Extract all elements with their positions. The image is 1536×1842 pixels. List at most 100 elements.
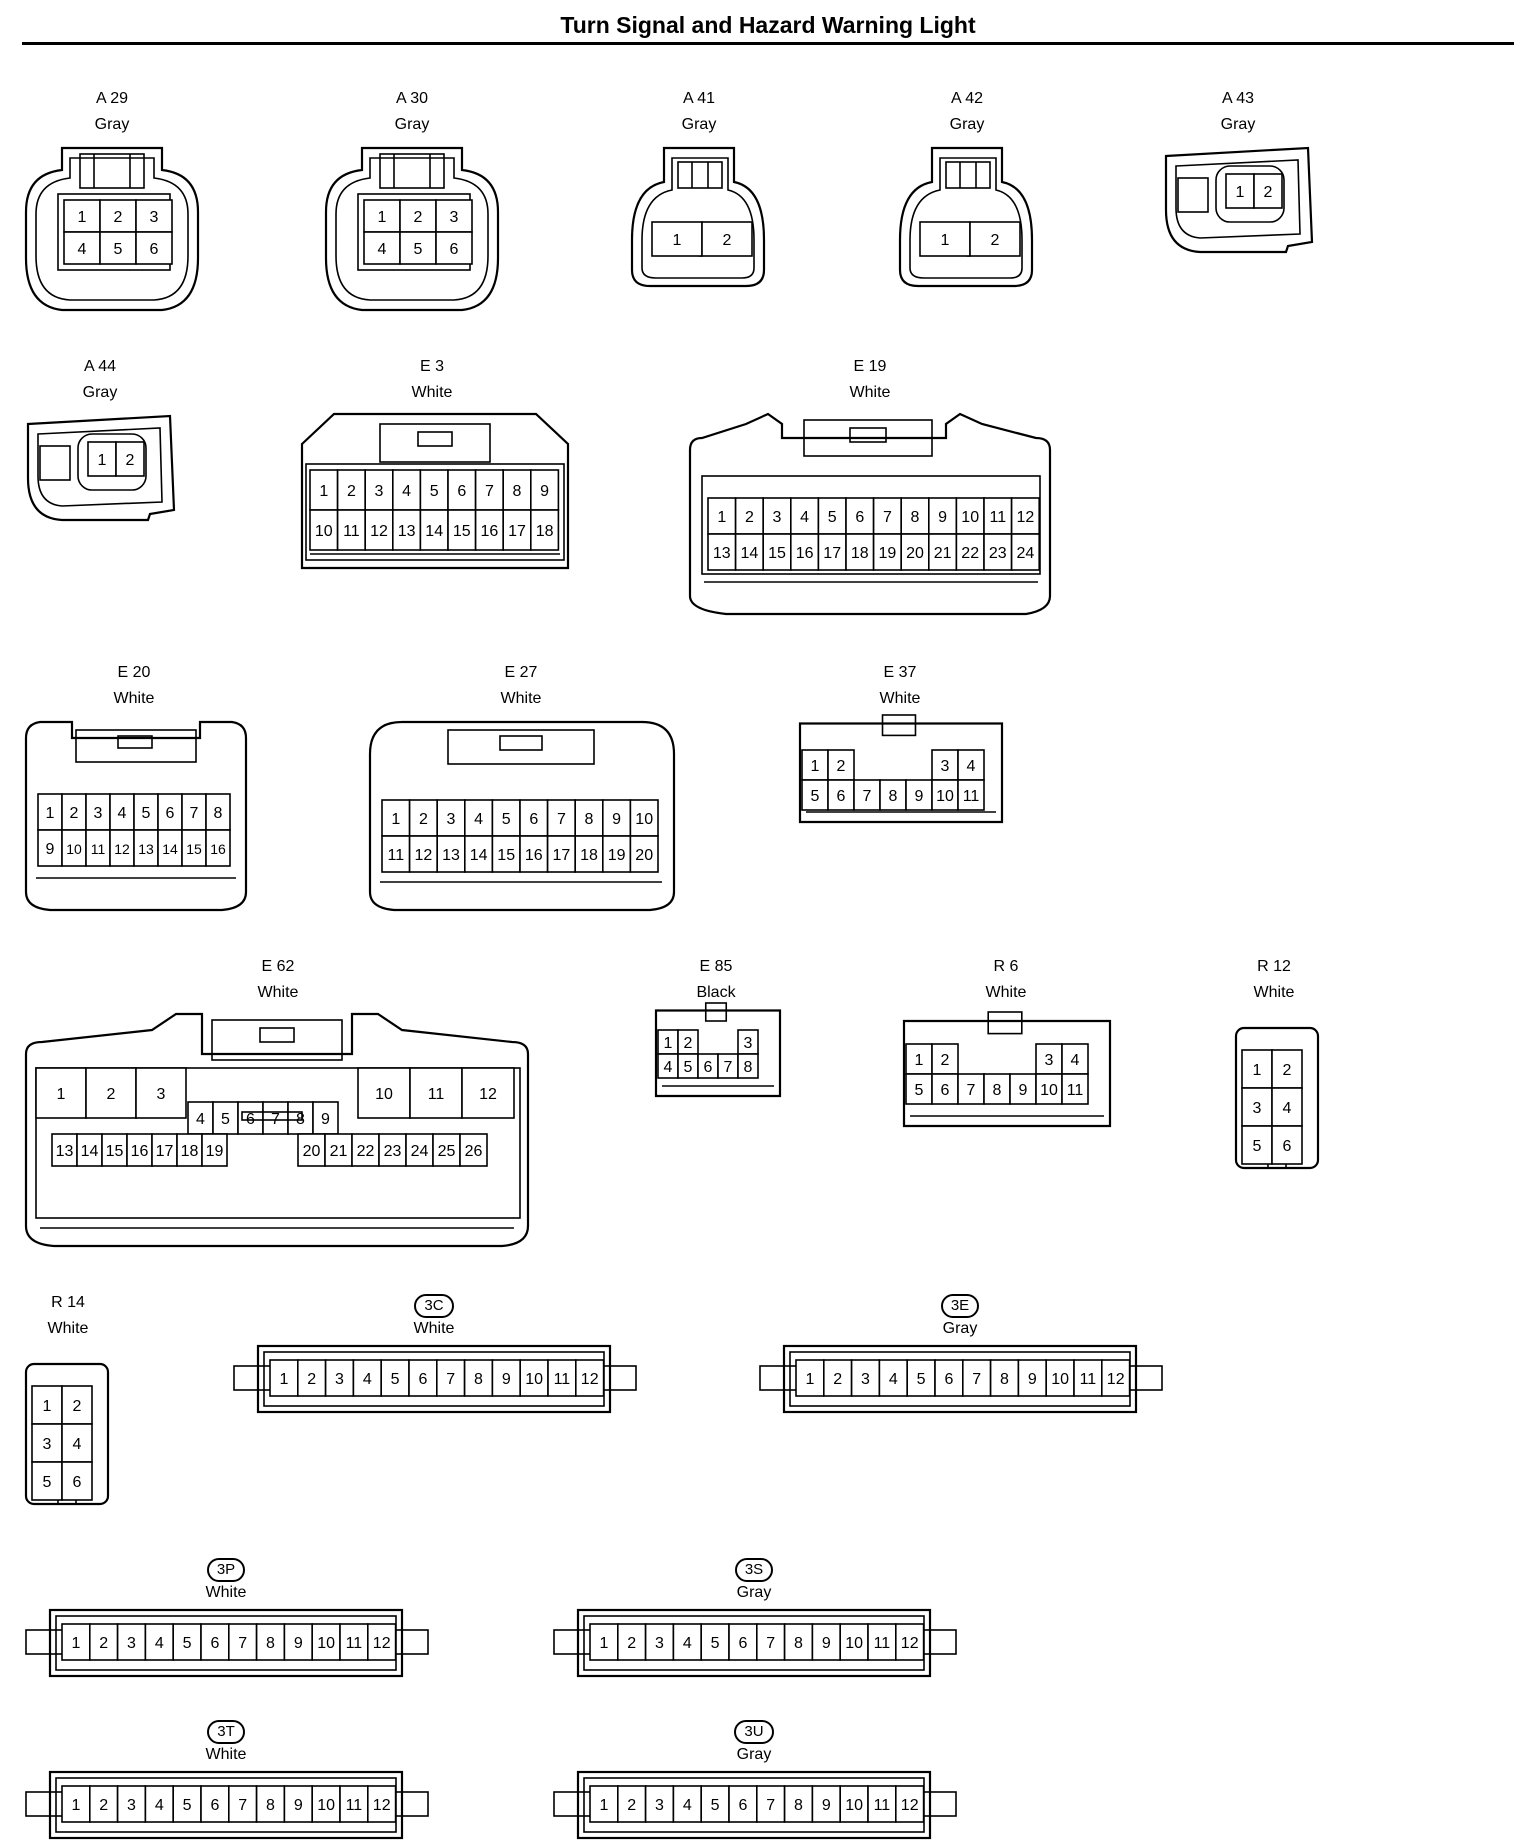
pin-cavity: 4	[657, 1053, 679, 1079]
pin-cavity: 7	[181, 793, 207, 831]
connector-id: E 85	[699, 958, 733, 975]
pin-number: 10	[961, 509, 979, 526]
pin-cavity: 1	[363, 199, 401, 233]
pin-cavity: 7	[262, 1101, 289, 1135]
connector-color: Gray	[82, 384, 118, 401]
connector-housing	[24, 1012, 530, 1248]
pin-cavity: 15	[447, 509, 477, 551]
pin-cavity: 10	[311, 1623, 341, 1661]
pin-cavity: 7	[756, 1623, 786, 1661]
pin-number: 3	[861, 1371, 870, 1388]
pin-cavity: 5	[419, 469, 449, 511]
pin-number: 2	[414, 209, 423, 226]
pin-number: 6	[210, 1635, 219, 1652]
pin-number: 10	[317, 1635, 335, 1652]
pin-cavity: 5	[380, 1359, 410, 1397]
pin-cavity: 24	[405, 1133, 434, 1167]
pin-number: 9	[938, 509, 947, 526]
pin-number: 9	[294, 1797, 303, 1814]
pin-cavity: 1	[651, 221, 703, 257]
pin-cavity: 11	[547, 1359, 577, 1397]
pin-cavity: 2	[1271, 1049, 1303, 1089]
pin-number: 1	[941, 232, 950, 249]
pin-number: 6	[941, 1082, 950, 1099]
pin-cavity: 10	[357, 1067, 411, 1119]
pin-cavity: 7	[957, 1073, 985, 1105]
pin-number: 5	[711, 1797, 720, 1814]
pin-cavity: 6	[934, 1359, 964, 1397]
pin-number: 15	[106, 1143, 124, 1160]
pin-cavity: 12	[1010, 497, 1041, 535]
pin-cavity: 4	[109, 793, 135, 831]
pin-cavity: 20	[629, 835, 659, 873]
pin-number: 17	[508, 523, 526, 540]
pin-cavity: 3	[116, 1785, 147, 1823]
pin-number: 8	[794, 1797, 803, 1814]
pin-cavity: 2	[617, 1623, 647, 1661]
pin-number: 14	[741, 545, 759, 562]
pin-number: 3	[450, 209, 459, 226]
connector-color: White	[205, 1746, 247, 1763]
pin-cavity: 1	[63, 199, 101, 233]
pin-cavity: 14	[157, 829, 183, 867]
pin-number: 2	[684, 1035, 693, 1052]
pin-number: 2	[627, 1797, 636, 1814]
pin-cavity: 12	[408, 835, 438, 873]
pin-number: 9	[540, 483, 549, 500]
pin-cavity: 7	[872, 497, 903, 535]
pin-number: 16	[796, 545, 814, 562]
pin-cavity: 3	[1241, 1087, 1273, 1127]
pin-cavity: 1	[35, 1067, 87, 1119]
pin-number: 23	[384, 1143, 402, 1160]
pin-cavity: 19	[201, 1133, 228, 1167]
pin-number: 6	[738, 1797, 747, 1814]
pin-number: 18	[536, 523, 554, 540]
pin-cavity: 3	[31, 1423, 63, 1463]
connector-id-oval: 3T	[207, 1720, 245, 1744]
pin-number: 5	[811, 788, 820, 805]
pin-cavity: 13	[392, 509, 422, 551]
pin-number: 16	[525, 847, 543, 864]
pin-number: 6	[855, 509, 864, 526]
pin-cavity: 4	[672, 1623, 703, 1661]
pin-cavity: 4	[672, 1785, 703, 1823]
pin-cavity: 3	[116, 1623, 147, 1661]
connector-id: E 20	[117, 664, 151, 681]
pin-number: 3	[127, 1797, 136, 1814]
pin-number: 3	[375, 483, 384, 500]
pin-cavity: 4	[61, 1423, 93, 1463]
pin-cavity: 4	[464, 799, 494, 837]
pin-cavity: 2	[89, 1785, 119, 1823]
pin-cavity: 2	[734, 497, 764, 535]
pin-number: 9	[46, 841, 55, 858]
pin-number: 3	[43, 1436, 52, 1453]
connector-housing	[798, 714, 1004, 824]
pin-cavity: 5	[906, 1359, 936, 1397]
connector-housing	[654, 1002, 782, 1098]
connector-housing	[24, 146, 200, 312]
pin-cavity: 9	[283, 1623, 313, 1661]
pin-cavity: 16	[205, 829, 231, 867]
pin-cavity: 7	[756, 1785, 786, 1823]
title-rule	[22, 42, 1514, 45]
pin-number: 1	[717, 509, 726, 526]
pin-number: 4	[800, 509, 809, 526]
pin-number: 4	[889, 1371, 898, 1388]
pin-cavity: 17	[151, 1133, 178, 1167]
pin-cavity: 4	[1061, 1043, 1089, 1075]
pin-number: 2	[73, 1398, 82, 1415]
connector-color: Gray	[736, 1746, 772, 1763]
pin-number: 1	[599, 1797, 608, 1814]
connector-housing	[1164, 146, 1314, 254]
pin-number: 4	[73, 1436, 82, 1453]
